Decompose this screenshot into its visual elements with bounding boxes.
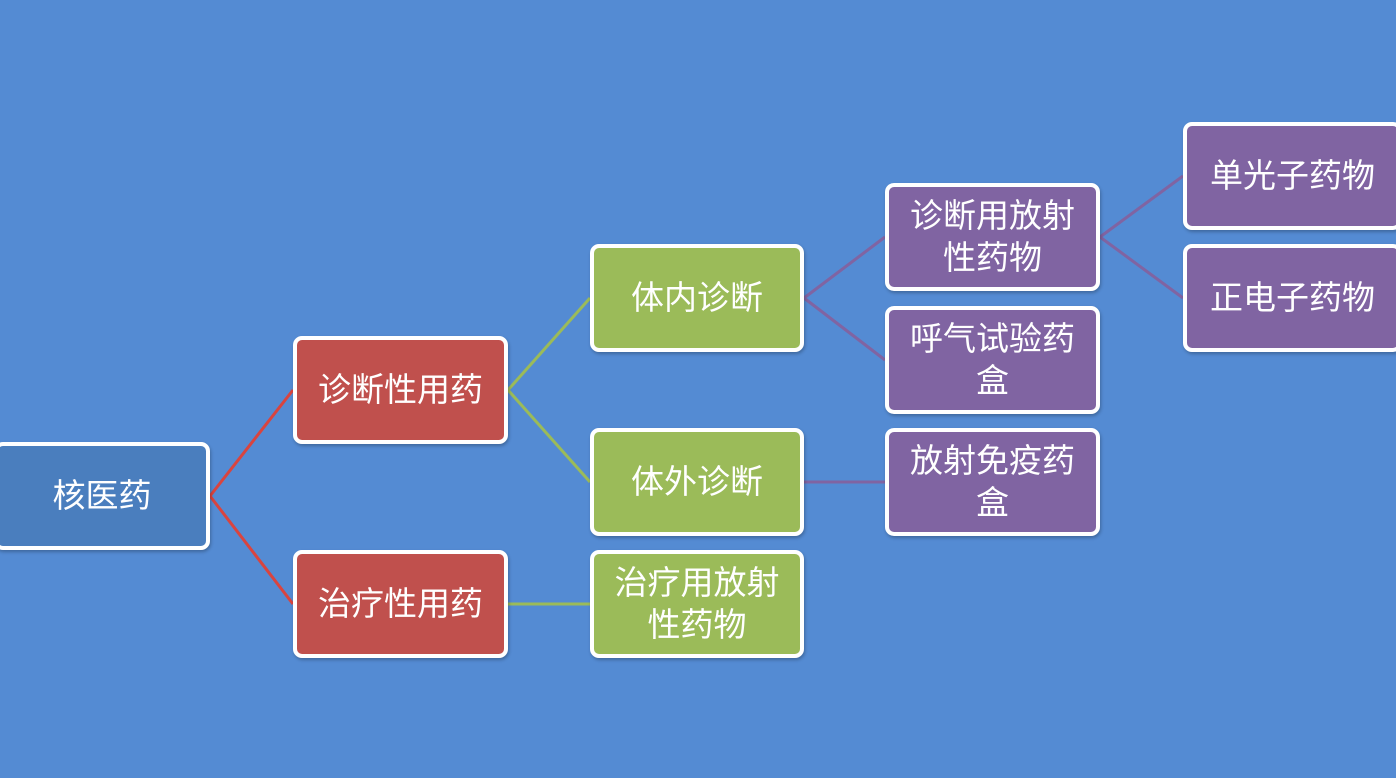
node-label: 单光子药物 bbox=[1210, 156, 1375, 195]
node-therapeutic: 治疗性用药 bbox=[293, 550, 508, 658]
node-diagnostic: 诊断性用药 bbox=[293, 336, 508, 444]
node-root: 核医药 bbox=[0, 442, 210, 550]
node-single-photon: 单光子药物 bbox=[1183, 122, 1396, 230]
connector-invivo-diagradio bbox=[803, 235, 886, 300]
node-label: 呼气试验药盒 bbox=[910, 319, 1075, 400]
node-breath-test-kit: 呼气试验药盒 bbox=[885, 306, 1100, 414]
node-label: 放射免疫药盒 bbox=[910, 441, 1075, 522]
connector-root-diagnostic bbox=[208, 389, 295, 497]
node-radioimmuno-kit: 放射免疫药盒 bbox=[885, 428, 1100, 536]
node-positron: 正电子药物 bbox=[1183, 244, 1396, 352]
connector-diagradio-spect bbox=[1099, 174, 1184, 239]
node-in-vivo: 体内诊断 bbox=[590, 244, 804, 352]
connector-root-therapeutic bbox=[208, 495, 295, 605]
node-label: 诊断用放射性药物 bbox=[910, 196, 1075, 277]
node-in-vitro: 体外诊断 bbox=[590, 428, 804, 536]
node-therapeutic-radio: 治疗用放射性药物 bbox=[590, 550, 804, 658]
node-diagnostic-radio: 诊断用放射性药物 bbox=[885, 183, 1100, 291]
connector-diagnostic-invitro bbox=[506, 389, 592, 483]
connector-diagradio-pet bbox=[1099, 235, 1184, 300]
node-label: 治疗性用药 bbox=[318, 584, 483, 623]
node-label: 体内诊断 bbox=[631, 278, 763, 317]
node-label: 诊断性用药 bbox=[318, 370, 483, 409]
node-label: 正电子药物 bbox=[1210, 278, 1375, 317]
node-label: 治疗用放射性药物 bbox=[614, 563, 780, 644]
connector-diagnostic-invivo bbox=[506, 297, 592, 391]
node-label: 核医药 bbox=[52, 476, 152, 515]
connector-invivo-breath bbox=[803, 296, 886, 362]
node-label: 体外诊断 bbox=[631, 462, 763, 501]
